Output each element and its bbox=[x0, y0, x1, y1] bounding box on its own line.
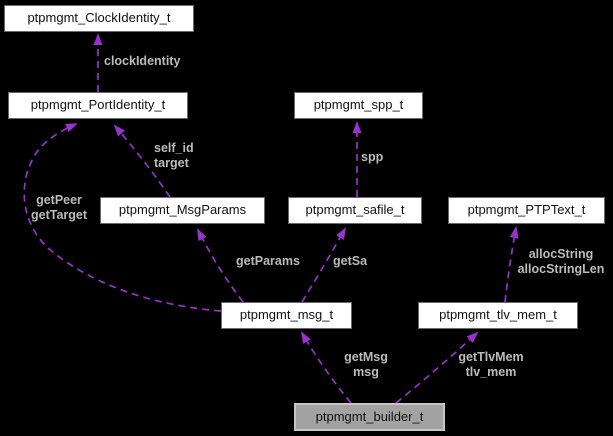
node-ptpmgmt-clockidentity-t[interactable]: ptpmgmt_ClockIdentity_t bbox=[4, 5, 194, 32]
node-ptpmgmt-tlv-mem-t[interactable]: ptpmgmt_tlv_mem_t bbox=[418, 302, 578, 329]
edge-label-selfid-target: self_id target bbox=[154, 141, 194, 170]
edge-getpeer-gettarget bbox=[23, 123, 222, 312]
edge-getparams bbox=[197, 228, 244, 303]
edge-gettlvmem bbox=[395, 331, 479, 404]
edge-label-getparams: getParams bbox=[236, 254, 300, 268]
edge-label-gettlvmem: getTlvMem tlv_mem bbox=[458, 350, 524, 379]
node-ptpmgmt-ptptext-t[interactable]: ptpmgmt_PTPText_t bbox=[448, 197, 605, 224]
edge-allocstring bbox=[504, 226, 519, 303]
node-ptpmgmt-spp-t[interactable]: ptpmgmt_spp_t bbox=[294, 92, 423, 119]
node-ptpmgmt-portidentity-t[interactable]: ptpmgmt_PortIdentity_t bbox=[8, 92, 188, 119]
node-ptpmgmt-safile-t[interactable]: ptpmgmt_safile_t bbox=[288, 197, 422, 224]
node-ptpmgmt-builder-t-current: ptpmgmt_builder_t bbox=[294, 403, 445, 431]
edge-label-spp: spp bbox=[361, 150, 384, 164]
edge-label-getsa: getSa bbox=[333, 254, 368, 268]
node-ptpmgmt-msg-t[interactable]: ptpmgmt_msg_t bbox=[221, 302, 352, 329]
edge-getmsg-msg bbox=[300, 331, 352, 404]
edge-label-clockidentity: clockIdentity bbox=[104, 54, 181, 68]
edge-label-getpeer-gettarget: getPeer getTarget bbox=[30, 193, 88, 222]
edge-label-allocstring: allocString allocStringLen bbox=[517, 247, 605, 276]
edge-getsa bbox=[301, 227, 346, 303]
edge-label-getmsg-msg: getMsg msg bbox=[344, 350, 388, 379]
node-ptpmgmt-msgparams[interactable]: ptpmgmt_MsgParams bbox=[100, 197, 265, 224]
